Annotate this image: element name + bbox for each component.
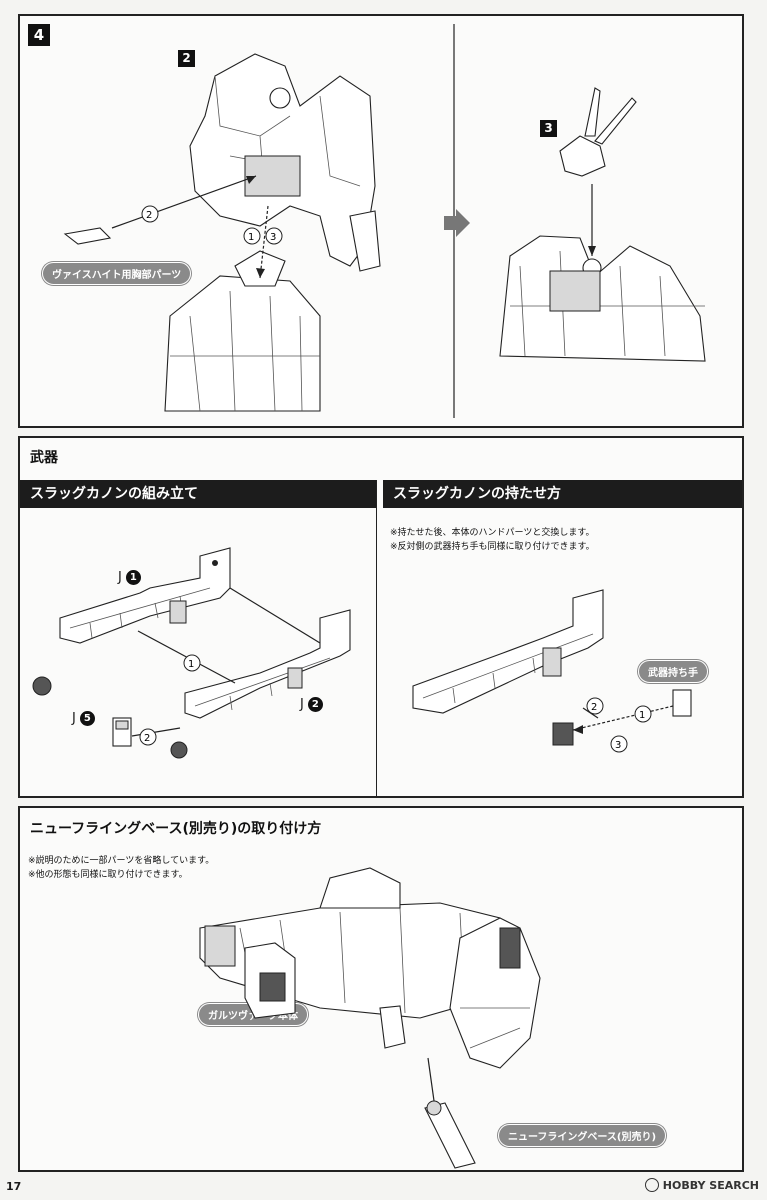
weapon-hand-label: 武器持ち手 <box>638 660 708 683</box>
svg-text:3: 3 <box>615 740 621 751</box>
part-label-j5: J 5 <box>72 711 95 726</box>
assembly-mark-1: 1 <box>188 659 194 670</box>
j1-number: 1 <box>125 570 141 585</box>
holding-note-2: ※反対側の武器持ち手も同様に取り付けできます。 <box>390 542 595 552</box>
step4-illustration: 2 1 3 <box>63 24 706 418</box>
watermark-icon <box>644 1178 659 1192</box>
step-number-badge: 4 <box>28 24 50 46</box>
svg-text:1: 1 <box>248 232 254 243</box>
flying-base-note-1: ※説明のために一部パーツを省略しています。 <box>28 856 215 866</box>
slug-cannon-assembly-header: スラッグカノンの組み立て <box>20 480 376 508</box>
sub-step-badge-2: 2 <box>178 50 195 67</box>
base-label: ニューフライングベース(別売り) <box>498 1124 667 1147</box>
svg-text:1: 1 <box>639 710 645 721</box>
flying-base-panel: ニューフライングベース(別売り)の取り付け方 ※説明のために一部パーツを省略して… <box>18 806 744 1172</box>
svg-text:2: 2 <box>144 733 150 744</box>
svg-text:2: 2 <box>591 702 597 713</box>
sub-step-badge-3: 3 <box>540 120 557 137</box>
part-label-j2: J 2 <box>300 697 323 712</box>
holding-note-1: ※持たせた後、本体のハンドパーツと交換します。 <box>390 528 595 538</box>
weapons-heading: 武器 <box>30 450 58 466</box>
j2-letter: J <box>300 697 304 712</box>
assembly-subpanel <box>20 480 377 796</box>
slug-cannon-holding-header: スラッグカノンの持たせ方 <box>383 480 742 508</box>
slug-cannon-assembly-illustration: 1 2 <box>32 547 351 759</box>
watermark-text: HOBBY SEARCH <box>662 1178 759 1192</box>
flying-base-note-2: ※他の形態も同様に取り付けできます。 <box>28 870 188 880</box>
flying-base-illustration <box>199 867 541 1169</box>
flying-base-heading: ニューフライングベース(別売り)の取り付け方 <box>30 821 322 837</box>
j2-number: 2 <box>307 697 323 712</box>
order-mark-2: 2 <box>146 210 152 221</box>
step4-panel: 4 2 3 ヴァイスハイト用胸部パーツ 2 1 3 <box>18 14 744 428</box>
weapons-panel: 武器 スラッグカノンの組み立て スラッグカノンの持たせ方 J 1 J 2 J 5… <box>18 436 744 798</box>
page-number: 17 <box>6 1180 22 1193</box>
chest-part-label: ヴァイスハイト用胸部パーツ <box>42 262 192 285</box>
j5-letter: J <box>72 711 76 726</box>
svg-text:3: 3 <box>270 232 276 243</box>
part-label-j1: J 1 <box>118 570 141 585</box>
j5-number: 5 <box>79 711 95 726</box>
slug-cannon-holding-illustration: 2 1 3 <box>412 589 692 753</box>
j1-letter: J <box>118 570 122 585</box>
watermark: HOBBY SEARCH <box>644 1178 759 1192</box>
